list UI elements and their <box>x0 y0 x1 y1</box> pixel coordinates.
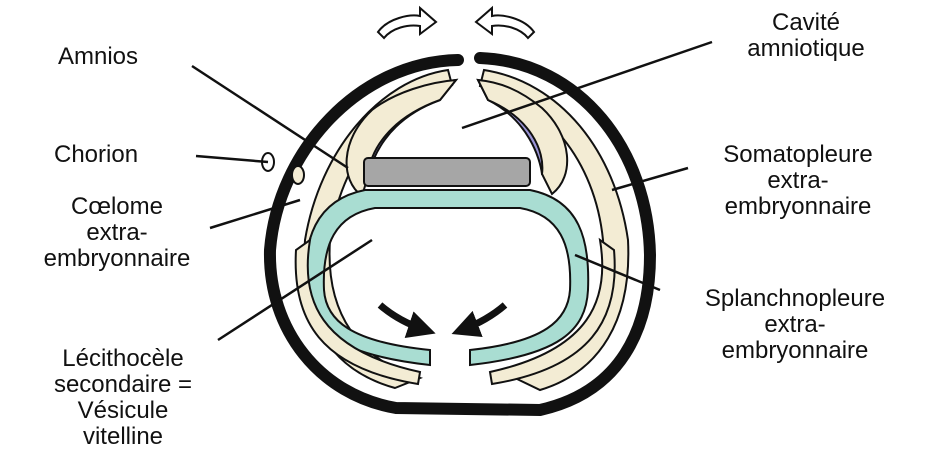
embryonic-disc <box>364 158 530 186</box>
fold-arrow-right-icon <box>476 8 534 38</box>
leader-coelome <box>210 200 300 228</box>
coelome-bulge <box>292 166 304 184</box>
yolk-sac-wall <box>305 190 588 365</box>
fold-arrow-left-icon <box>378 8 436 38</box>
label-chorion: Chorion <box>54 142 184 168</box>
label-somatopleure: Somatopleure extra- embryonnaire <box>678 142 918 220</box>
fold-arrow-bottom-left-icon <box>380 305 425 330</box>
label-splanchnopleure: Splanchnopleure extra- embryonnaire <box>660 286 930 364</box>
splanchnopleure-right <box>490 240 615 384</box>
leader-chorion <box>196 156 268 162</box>
label-lecithocele: Lécithocèle secondaire = Vésicule vitell… <box>28 346 218 450</box>
label-cavite: Cavité amniotique <box>706 10 906 62</box>
label-coelome: Cœlome extra- embryonnaire <box>22 194 212 272</box>
leader-somatopleure <box>612 168 688 190</box>
label-amnios: Amnios <box>58 44 178 70</box>
fold-arrow-bottom-right-icon <box>462 305 505 330</box>
